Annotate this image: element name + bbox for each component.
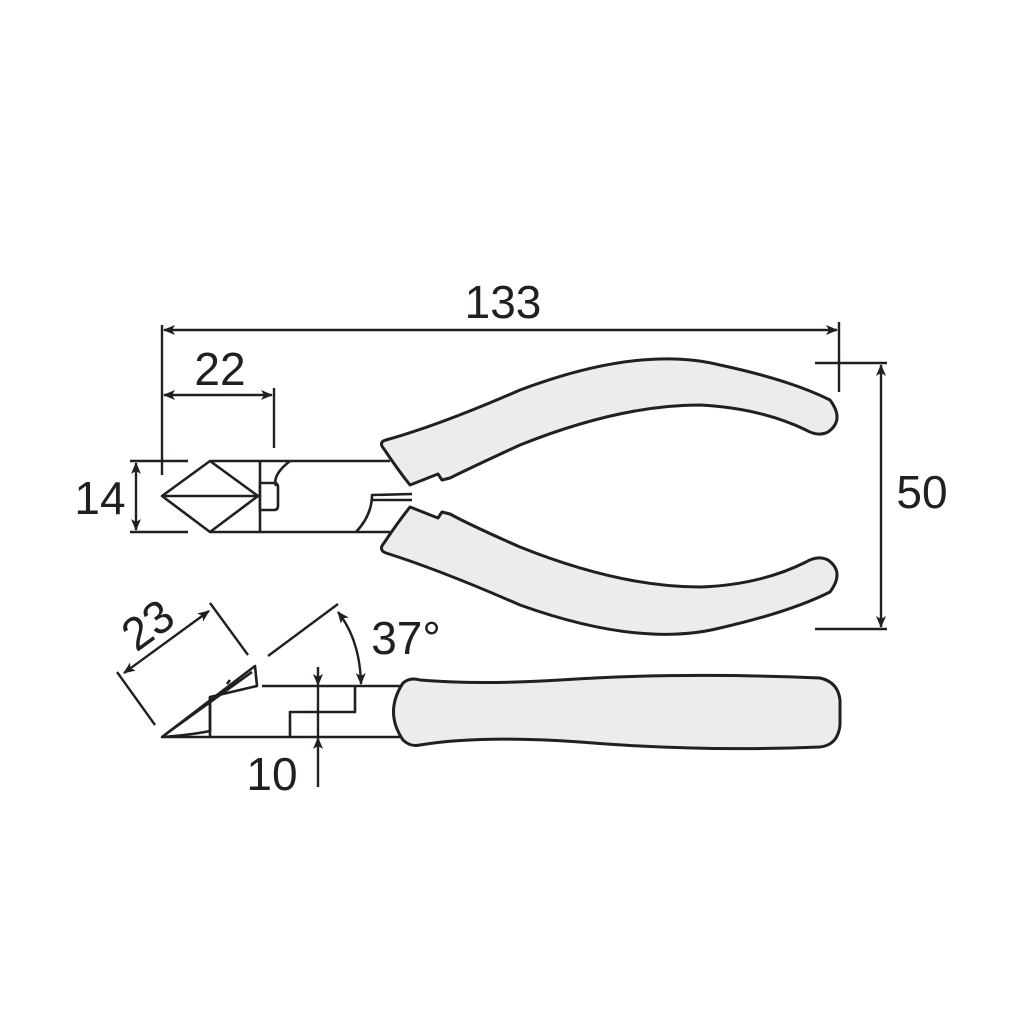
dimension-head-thickness: 14: [74, 459, 188, 534]
overall-length-label: 133: [465, 276, 542, 328]
head-thickness-label: 14: [74, 472, 125, 524]
dimension-jaw-length: 22: [163, 343, 276, 448]
dimension-overall-length: 133: [160, 276, 841, 475]
pliers-head-top: [160, 459, 413, 534]
side-handle: [392, 673, 842, 751]
side-thickness-label: 10: [246, 748, 297, 800]
top-view: 133 22 14 50: [74, 276, 948, 636]
lower-handle: [379, 505, 839, 636]
side-jaw-length-label: 23: [112, 589, 184, 661]
handle-spread-label: 50: [896, 466, 947, 518]
dimension-side-jaw-length: 23: [112, 589, 249, 726]
jaw-length-label: 22: [194, 343, 245, 395]
jaw-angle-label: 37°: [371, 612, 441, 664]
upper-handle: [379, 357, 839, 487]
dimension-handle-spread: 50: [815, 361, 948, 631]
dimension-jaw-angle: 37°: [267, 603, 441, 685]
pliers-head-side: [160, 664, 410, 739]
